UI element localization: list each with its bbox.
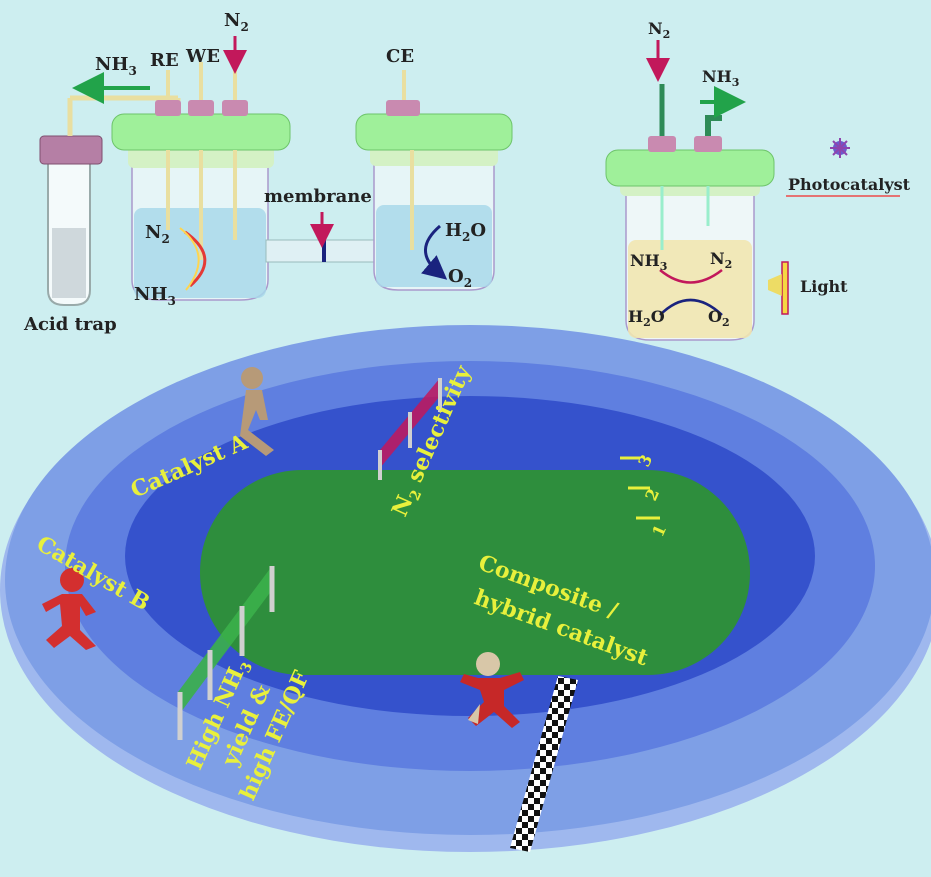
light-icon [768, 261, 789, 315]
label-photo-nh3: NH3 [630, 251, 667, 273]
lane-markers [620, 456, 660, 520]
label-photo-h2o: H2O [628, 307, 665, 329]
label-membrane: membrane [264, 186, 372, 207]
runner-catalyst-b-icon [42, 568, 96, 650]
label-re: RE [150, 50, 179, 71]
label-we: WE [185, 46, 220, 67]
anode-lid [355, 113, 513, 151]
finish-line [510, 676, 578, 852]
infield [200, 470, 750, 675]
label-nh3-cell: NH3 [134, 284, 176, 308]
hurdles-top [378, 378, 442, 480]
label-photo-n2: N2 [710, 249, 732, 271]
hurdles-bottom [177, 566, 275, 740]
anode-chamber [355, 70, 513, 291]
label-o2-cell: O2 [448, 266, 472, 290]
label-light: Light [800, 277, 848, 296]
label-nh3-out: NH3 [95, 54, 137, 78]
label-h2o-cell: H2O [445, 220, 486, 244]
photocatalyst-icon [830, 138, 850, 158]
photocatalytic-cell: N2 NH3 Photocatalyst NH3 N2 H2O O2 Light [605, 19, 911, 341]
label-photo-n2-in: N2 [648, 19, 670, 41]
label-acid-trap: Acid trap [23, 314, 117, 335]
photo-lid [605, 149, 775, 187]
electrochemical-cell: NH3 RE WE N2 CE membrane N2 NH3 H2O O2 A… [23, 10, 513, 335]
runner-composite-icon [460, 652, 524, 728]
acid-trap [39, 95, 181, 306]
cathode-chamber [111, 60, 291, 301]
label-photocatalyst: Photocatalyst [788, 175, 911, 194]
acid-trap-cap [39, 135, 103, 165]
runner-catalyst-a-icon [240, 367, 274, 456]
label-photo-o2: O2 [708, 307, 730, 329]
label-photo-nh3-out: NH3 [702, 67, 739, 89]
label-n2-in: N2 [224, 10, 249, 34]
cathode-lid [111, 113, 291, 151]
race-track [0, 325, 931, 852]
label-n2-cell: N2 [145, 222, 170, 246]
membrane-line [322, 240, 326, 262]
label-ce: CE [386, 46, 414, 67]
